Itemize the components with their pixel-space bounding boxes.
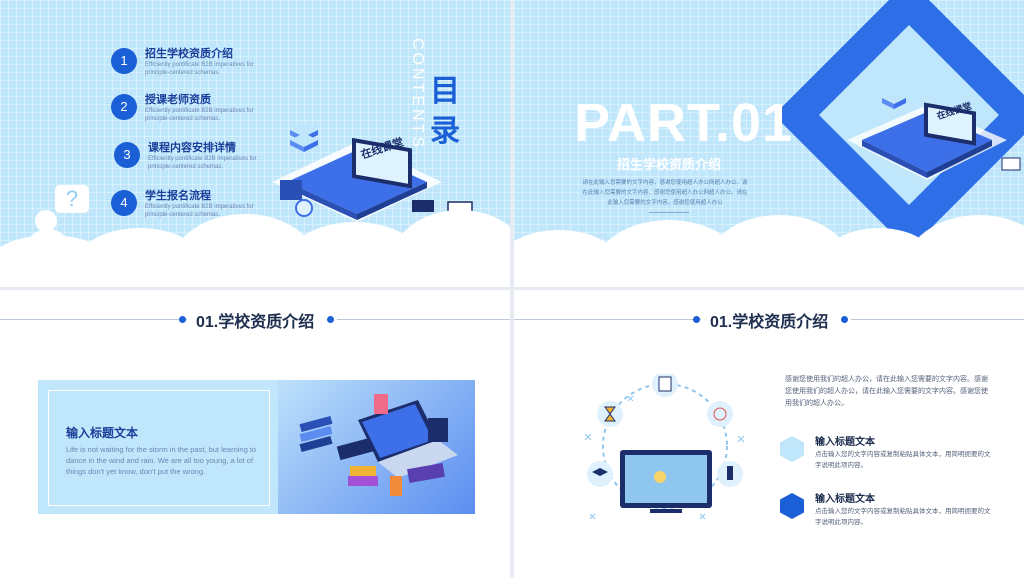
online-classroom-illustration <box>272 123 473 222</box>
card-text: Life is not waiting for the storm in the… <box>66 445 257 476</box>
hexagon-document-icon <box>780 436 804 462</box>
section-dot-right <box>841 316 848 323</box>
content-card: 输入标题文本 Life is not waiting for the storm… <box>38 380 475 514</box>
section-title: 01.学校资质介绍 <box>710 314 829 331</box>
divider <box>649 212 689 213</box>
section-dot-left <box>693 316 700 323</box>
toc-title: 学生报名流程 <box>145 190 211 202</box>
person-silhouette-icon <box>35 210 57 232</box>
toc-desc: Efficiently pontificate B2B imperatives … <box>148 156 257 170</box>
toc-number: 2 <box>111 94 137 120</box>
toc-number: 3 <box>114 142 140 168</box>
slide-school-intro-points[interactable]: 01.学校资质介绍 感谢您使用我们的超人办公，请在此输入您需要的文字内容。感谢您… <box>514 290 1024 577</box>
part-description: 请在此输入您需要的文字内容，感谢您使用超人办公网超人办公。请在此输入您需要的文字… <box>582 180 748 206</box>
slide-part-01[interactable]: 在线课堂 PART.01 招生学校资质介绍 请在此输入您需要的文字内容，感谢您使… <box>514 0 1024 287</box>
toc-desc: Efficiently pontificate B2B imperatives … <box>145 62 254 76</box>
slide-school-intro-card[interactable]: 01.学校资质介绍 输入标题文本 Life is not waiting for… <box>0 290 510 577</box>
toc-number: 4 <box>111 190 137 216</box>
slide-contents[interactable]: ? 1 招生学校资质介绍 Efficiently pontificate B2B… <box>0 0 510 287</box>
education-icons-circle <box>584 374 745 520</box>
section-title: 01.学校资质介绍 <box>196 314 315 331</box>
section-dot-right <box>327 316 334 323</box>
point-text: 点击输入您的文字内容或复制粘贴具体文本，用简明扼要的文字说明此项内容。 <box>815 451 991 469</box>
intro-text: 感谢您使用我们的超人办公，请在此输入您需要的文字内容。感谢您使用我们的超人办公，… <box>785 376 988 407</box>
section-dot-left <box>179 316 186 323</box>
toc-title: 课程内容安排详情 <box>148 142 236 154</box>
toc-desc: Efficiently pontificate B2B imperatives … <box>145 108 254 122</box>
laptop-study-illustration <box>278 380 475 514</box>
toc-desc: Efficiently pontificate B2B imperatives … <box>145 204 254 218</box>
question-bubble-icon: ? <box>55 185 89 213</box>
online-classroom-illustration <box>847 92 1021 180</box>
stacked-server-icon <box>290 123 318 152</box>
toc-title: 招生学校资质介绍 <box>145 48 233 60</box>
point-title: 输入标题文本 <box>815 494 875 505</box>
point-title: 输入标题文本 <box>815 437 875 448</box>
contents-heading-cn: 目录 <box>430 75 460 148</box>
toc-number: 1 <box>111 48 137 74</box>
hexagon-gear-icon <box>780 493 804 519</box>
toc-title: 授课老师资质 <box>145 94 211 106</box>
part-subtitle: 招生学校资质介绍 <box>617 157 722 172</box>
point-text: 点击输入您的文字内容或复制粘贴具体文本，用简明扼要的文字说明此项内容。 <box>815 508 991 526</box>
card-title: 输入标题文本 <box>66 426 139 440</box>
contents-heading-en: CONTENTS <box>409 38 426 150</box>
part-title: PART.01 <box>574 93 794 153</box>
